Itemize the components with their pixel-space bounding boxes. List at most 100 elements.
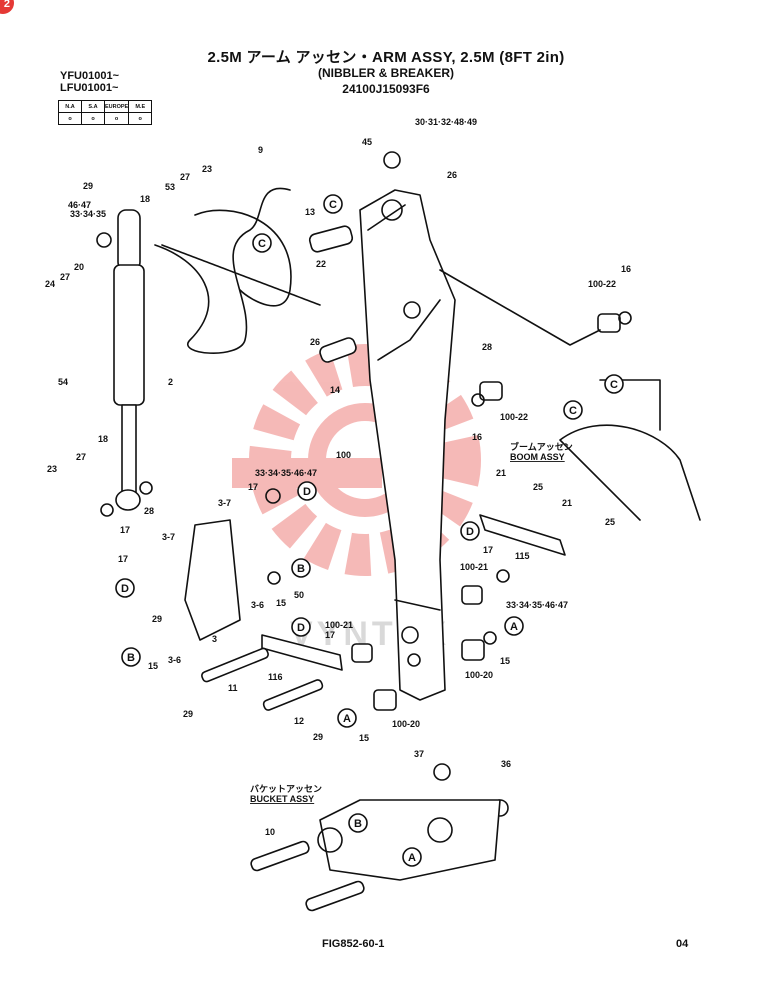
callout-32: 21	[562, 498, 572, 508]
callout-41: 28	[144, 506, 154, 516]
callout-3: 23	[202, 164, 212, 174]
ref-marker-12: A	[337, 708, 357, 728]
callout-20: 13	[305, 207, 315, 217]
callout-59: 12	[294, 716, 304, 726]
page-badge: 2	[0, 0, 14, 14]
bushing-100-22-b	[479, 381, 503, 401]
bushing-100-20-a	[461, 639, 485, 661]
svg-text:C: C	[610, 379, 618, 391]
callout-49: 3-6	[168, 655, 181, 665]
serial-range-2: LFU01001~	[60, 82, 119, 94]
shim-33-c	[496, 569, 510, 583]
callout-4: 27	[180, 172, 190, 182]
market-spec-table: N.A S.A EUROPE M.E o o o o	[58, 100, 153, 125]
callout-51: 15	[148, 661, 158, 671]
ref-marker-4: C	[563, 400, 583, 420]
callout-56: 100-21	[325, 620, 353, 630]
shim-15	[483, 631, 497, 645]
ref-marker-1: C	[323, 194, 343, 214]
callout-64: 36	[501, 759, 511, 769]
callout-44: 17	[248, 482, 258, 492]
shim-17-a	[139, 481, 153, 495]
arm-boss-mid	[403, 301, 421, 319]
callout-12: 54	[58, 377, 68, 387]
callout-21: 22	[316, 259, 326, 269]
callout-42: 3-7	[218, 498, 231, 508]
pin-13	[308, 225, 354, 253]
shim-16-b	[471, 393, 485, 407]
diagram-subtitle: (NIBBLER & BREAKER)	[318, 66, 454, 80]
bucket-assy-jp-label: バケットアッセン	[250, 784, 322, 794]
shim-33	[96, 232, 112, 248]
callout-54: 116	[268, 672, 283, 682]
spec-value-me: o	[128, 112, 153, 125]
boom-assy-jp-label: ブームアッセン	[510, 441, 573, 452]
callout-65: 10	[265, 827, 275, 837]
callout-1: 29	[83, 181, 93, 191]
callout-30: 21	[496, 468, 506, 478]
svg-text:C: C	[329, 199, 337, 211]
hose-leader	[161, 244, 321, 306]
svg-text:D: D	[121, 583, 129, 595]
arm-boss-top	[381, 199, 403, 221]
svg-text:D: D	[303, 486, 311, 498]
callout-16: 18	[98, 434, 108, 444]
callout-10: 27	[60, 272, 70, 282]
callout-37: 33·34·35·46·47	[255, 468, 317, 478]
callout-36: 100-21	[460, 562, 488, 572]
ref-marker-10: B	[121, 647, 141, 667]
leader-bushing	[439, 269, 601, 346]
callout-47: 3-6	[251, 600, 264, 610]
cylinder-rod-eye	[115, 489, 141, 511]
ref-marker-2: C	[252, 233, 272, 253]
arm-boss-bottom	[407, 653, 421, 667]
callout-39: 17	[120, 525, 130, 535]
svg-text:A: A	[408, 852, 416, 864]
svg-text:C: C	[569, 405, 577, 417]
callout-55: 17	[325, 630, 335, 640]
callout-15: 27	[76, 452, 86, 462]
callout-34: 115	[515, 551, 530, 561]
callout-61: 100-20	[392, 719, 420, 729]
svg-text:B: B	[354, 818, 362, 830]
pin-14	[319, 337, 357, 363]
hydraulic-hose-1	[154, 187, 291, 354]
cylinder-rod	[121, 404, 137, 496]
callout-8: 9	[258, 145, 263, 155]
callout-11: 20	[74, 262, 84, 272]
bushing-100-21-a	[461, 585, 483, 605]
callout-23: 14	[330, 385, 340, 395]
svg-text:A: A	[510, 621, 518, 633]
callout-27: 16	[621, 264, 631, 274]
pin-11	[201, 647, 269, 683]
ref-marker-13: B	[348, 813, 368, 833]
callout-52: 11	[228, 683, 238, 693]
boom-assy-label: BOOM ASSY	[510, 452, 565, 462]
svg-text:B: B	[127, 652, 135, 664]
callout-6: 46·47	[68, 200, 91, 210]
spec-value-europe: o	[103, 112, 130, 125]
callout-62: 15	[359, 733, 369, 743]
callout-22: 26	[310, 337, 320, 347]
cylinder-barrel	[113, 264, 145, 406]
callout-48: 3	[212, 634, 217, 644]
arm-boss-lower	[401, 626, 419, 644]
bucket-boss-left	[317, 827, 343, 853]
shim-17-b	[100, 503, 114, 517]
callout-40: 17	[118, 554, 128, 564]
bushing-100-20-b	[373, 689, 397, 711]
shim-33-b	[265, 488, 281, 504]
bucket-assy-label: BUCKET ASSY	[250, 794, 314, 804]
ref-marker-9: D	[291, 617, 311, 637]
ref-marker-11: A	[504, 616, 524, 636]
callout-13: 2	[168, 377, 173, 387]
shim-36-a	[433, 763, 451, 781]
callout-45: 15	[276, 598, 286, 608]
svg-text:D: D	[466, 526, 474, 538]
cylinder-head	[117, 209, 141, 271]
svg-text:D: D	[297, 622, 305, 634]
callout-50: 29	[152, 614, 162, 624]
callout-26: 100-22	[588, 279, 616, 289]
svg-text:A: A	[343, 713, 351, 725]
shim-16-a	[618, 311, 632, 325]
